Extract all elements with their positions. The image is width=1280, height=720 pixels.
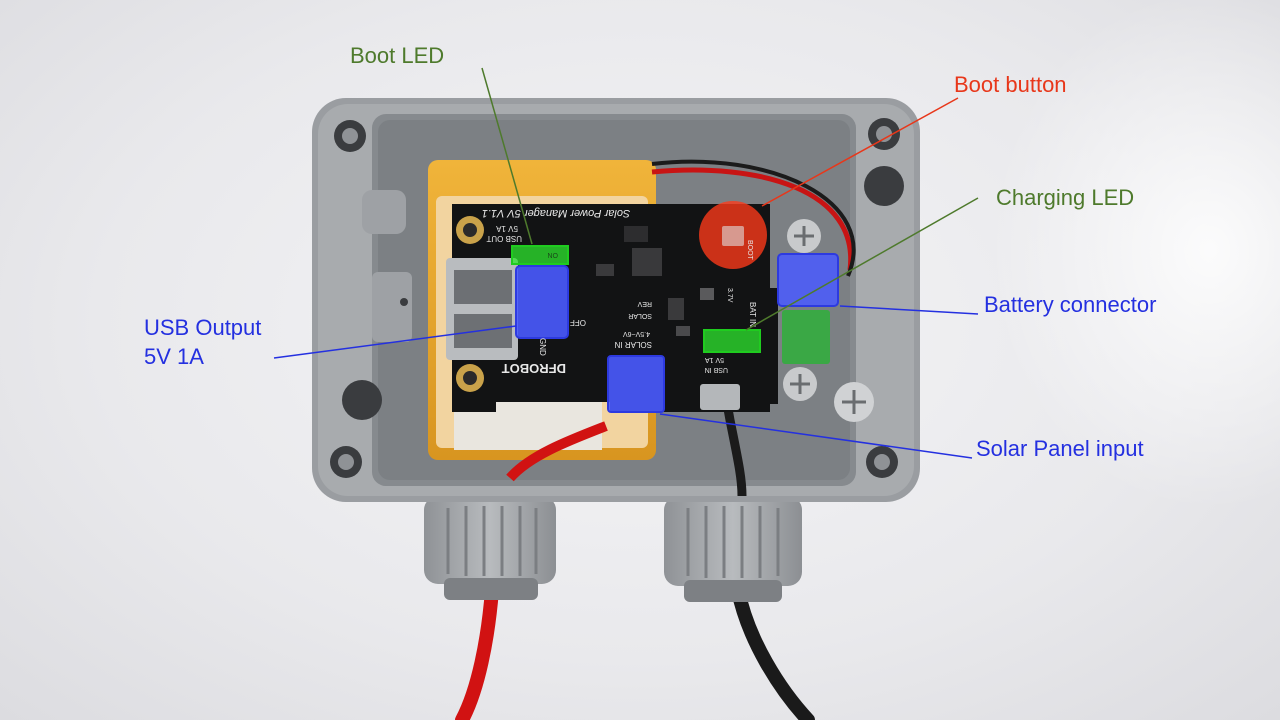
label-battery-connector: Battery connector xyxy=(984,292,1157,317)
usb-output-port xyxy=(446,258,518,360)
internal-red-wire xyxy=(506,421,608,482)
silk-brand: DFROBOT xyxy=(502,361,566,376)
battery-wire-black xyxy=(651,159,856,277)
cable-gland-right xyxy=(664,496,802,602)
label-boot-button: Boot button xyxy=(954,72,1067,97)
background-light-glow xyxy=(990,0,1280,510)
silk-solar-range: 4.5V~6V xyxy=(623,330,650,337)
battery-terminal-block xyxy=(782,310,830,364)
leader-charging-led xyxy=(745,197,979,331)
board-screws xyxy=(783,219,874,422)
silk-bat-voltage: 3.7V xyxy=(726,288,733,303)
cable-gland-left xyxy=(424,496,556,600)
silk-gnd: GND xyxy=(538,338,547,356)
boot-button-cap xyxy=(722,226,744,246)
silk-boot: BOOT xyxy=(746,240,753,261)
black-cable xyxy=(731,583,815,720)
silk-usb-in-rating: 5V 1A xyxy=(705,356,724,363)
silk-solar-in: SOLAR IN xyxy=(614,340,652,349)
label-usb-output-line2: 5V 1A xyxy=(144,344,204,369)
label-charging-led: Charging LED xyxy=(996,185,1135,210)
silk-board-title: Solar Power Manager 5V V1.1 xyxy=(482,207,631,219)
silk-bat-in: BAT IN xyxy=(748,302,757,327)
usb-connector-highlight xyxy=(515,265,569,339)
silk-usb-out-rating: 5V 1A xyxy=(496,224,518,233)
usb-input-port xyxy=(700,384,740,410)
leader-boot-led xyxy=(481,67,533,245)
silk-solar: SOLAR xyxy=(628,312,652,319)
label-usb-output-line1: USB Output xyxy=(144,315,262,340)
charging-led-highlight xyxy=(703,329,761,353)
silk-rev: REV xyxy=(637,300,652,307)
leader-solar-input xyxy=(659,413,973,459)
silk-usb-in: USB IN xyxy=(705,366,728,373)
label-boot-led: Boot LED xyxy=(350,43,445,68)
leader-battery-connector xyxy=(839,305,979,315)
silk-usb-out: USB OUT xyxy=(486,234,522,243)
leader-usb-output xyxy=(273,325,517,359)
solar-input-highlight xyxy=(607,355,665,413)
red-cable xyxy=(455,583,499,720)
boot-led-highlight xyxy=(511,245,569,265)
leader-boot-button xyxy=(761,97,959,207)
silk-off: OFF xyxy=(570,318,586,327)
silk-on: ON xyxy=(548,251,559,258)
label-solar-panel-input: Solar Panel input xyxy=(976,436,1144,461)
battery-connector-highlight xyxy=(777,253,839,307)
